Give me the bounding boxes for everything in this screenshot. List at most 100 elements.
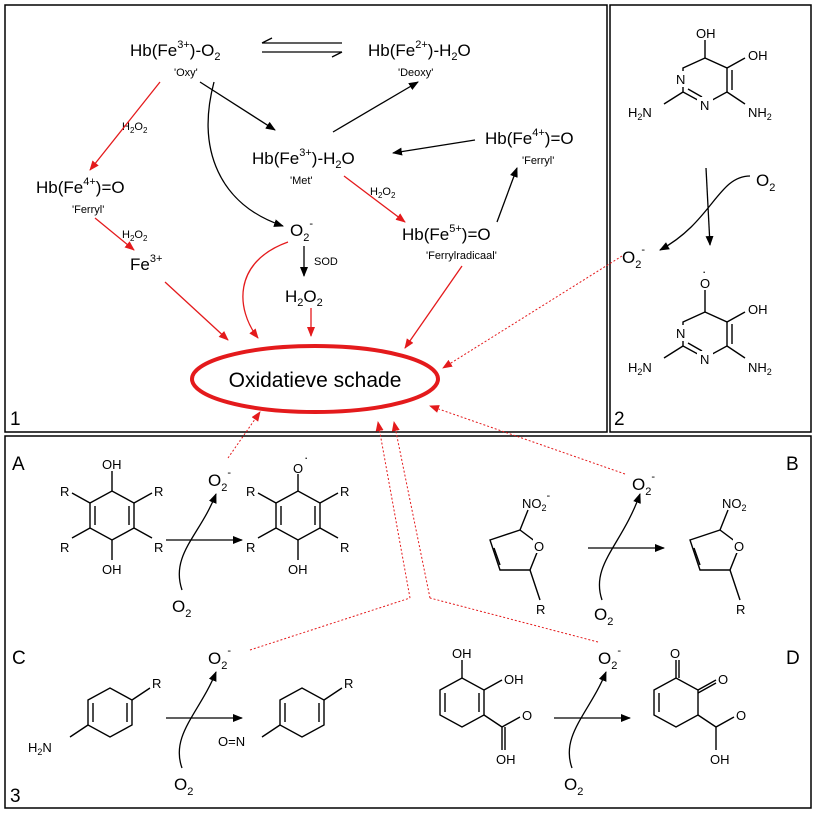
o2-A: O2 bbox=[172, 597, 191, 620]
svg-text:OH: OH bbox=[696, 26, 716, 41]
svg-text:N: N bbox=[676, 72, 685, 87]
svg-text:O2: O2 bbox=[594, 605, 613, 628]
svg-text:NH2: NH2 bbox=[748, 360, 772, 377]
pyrimidine-top: N N OH OH NH2 H2N bbox=[628, 26, 772, 122]
svg-text:R: R bbox=[344, 676, 353, 691]
panel-C-letter: C bbox=[12, 648, 26, 669]
arrow-oxy-to-ferryl-red bbox=[89, 81, 161, 171]
svg-text:R: R bbox=[246, 540, 255, 555]
panel-1-frame bbox=[4, 4, 608, 433]
o2-to-superoxide-arrow-D bbox=[568, 671, 607, 769]
svg-text:O2-: O2- bbox=[632, 471, 655, 498]
panel-3-number: 3 bbox=[10, 786, 21, 807]
superoxide-C: O2- bbox=[208, 645, 231, 672]
hb-oxy: Hb(Fe3+)-O2 'Oxy' bbox=[130, 39, 220, 79]
svg-text:O: O bbox=[670, 646, 680, 661]
svg-text:NO2: NO2 bbox=[722, 496, 747, 513]
svg-text:NH2: NH2 bbox=[748, 105, 772, 122]
svg-text:Fe3+: Fe3+ bbox=[130, 253, 162, 274]
pyrimidine-bottom-radical: N N O · OH NH2 H2N bbox=[628, 264, 772, 377]
phenoxy-radical-A: O · R R R R OH bbox=[246, 450, 349, 577]
svg-text:N: N bbox=[700, 352, 709, 367]
arrow-ferrylradical-to-damage-red bbox=[404, 265, 463, 349]
svg-text:O: O bbox=[700, 276, 710, 291]
quinone-D: O O O OH bbox=[653, 646, 746, 767]
superoxide-D-to-damage-dotted bbox=[429, 597, 599, 643]
sod-label: SOD bbox=[314, 256, 338, 268]
panel-3-frame bbox=[4, 435, 812, 809]
svg-text:OH: OH bbox=[748, 48, 768, 63]
svg-text:Hb(Fe5+)=O: Hb(Fe5+)=O bbox=[402, 223, 491, 244]
oxidative-damage-ellipse bbox=[190, 344, 440, 414]
panel-1-number: 1 bbox=[10, 409, 21, 430]
aniline-C: R H2N bbox=[28, 676, 161, 757]
panel2-superoxide: O2- bbox=[622, 244, 645, 271]
svg-text:O=N: O=N bbox=[218, 734, 245, 749]
nitrofuran-radical-B: O NO2 R bbox=[689, 496, 747, 617]
svg-text:R: R bbox=[152, 676, 161, 691]
svg-text:R: R bbox=[154, 484, 163, 499]
svg-text:H2N: H2N bbox=[628, 360, 652, 377]
svg-text:'Ferryl': 'Ferryl' bbox=[522, 155, 554, 167]
panel-2-frame bbox=[609, 4, 812, 433]
superoxide-D: O2- bbox=[598, 645, 621, 672]
svg-text:O2: O2 bbox=[172, 597, 191, 620]
hb-met: Hb(Fe3+)-H2O 'Met' bbox=[252, 147, 355, 187]
arrow-fe3-to-damage-red bbox=[164, 281, 229, 341]
svg-text:O2-: O2- bbox=[622, 244, 645, 271]
arrow-met-to-deoxy bbox=[332, 81, 419, 133]
svg-text:O2: O2 bbox=[174, 775, 193, 798]
svg-text:'Oxy': 'Oxy' bbox=[174, 67, 198, 79]
arrow-oxy-to-met bbox=[199, 81, 276, 131]
svg-text:·: · bbox=[702, 264, 706, 279]
panel2-reaction-arrow bbox=[705, 167, 714, 246]
svg-text:OH: OH bbox=[288, 562, 308, 577]
svg-text:O2-: O2- bbox=[598, 645, 621, 672]
o2-B: O2 bbox=[594, 605, 613, 628]
svg-text:R: R bbox=[340, 540, 349, 555]
arrow-ferryl-to-fe3-red bbox=[94, 217, 135, 251]
panel-2-number: 2 bbox=[614, 409, 625, 430]
o2-to-superoxide-arrow-A bbox=[178, 493, 217, 591]
arrow-met-to-ferrylradical-red bbox=[343, 175, 406, 223]
o2-C: O2 bbox=[174, 775, 193, 798]
nitroso-C: R O=N bbox=[218, 676, 353, 749]
svg-text:OH: OH bbox=[496, 752, 516, 767]
svg-text:O2-: O2- bbox=[208, 645, 231, 672]
hb-ferryl-left: Hb(Fe4+)=O 'Ferryl' bbox=[36, 176, 125, 216]
svg-text:'Deoxy': 'Deoxy' bbox=[398, 67, 433, 79]
panel2-o2-to-superoxide-arrow bbox=[659, 175, 751, 251]
superoxide-A: O2- bbox=[208, 467, 231, 494]
fe3-ion: Fe3+ bbox=[130, 253, 162, 274]
arrow-ferrylradical-to-ferryl bbox=[496, 167, 518, 223]
superoxide-B: O2- bbox=[632, 471, 655, 498]
superoxide-B-to-damage-dotted bbox=[429, 405, 626, 475]
svg-text:Hb(Fe3+)-O2: Hb(Fe3+)-O2 bbox=[130, 39, 220, 63]
svg-text:OH: OH bbox=[452, 646, 472, 661]
svg-text:H2O2: H2O2 bbox=[122, 121, 148, 135]
svg-text:R: R bbox=[60, 484, 69, 499]
svg-text:H2O2: H2O2 bbox=[285, 287, 323, 309]
svg-text:N: N bbox=[676, 326, 685, 341]
svg-text:Hb(Fe4+)=O: Hb(Fe4+)=O bbox=[36, 176, 125, 197]
svg-text:Hb(Fe2+)-H2O: Hb(Fe2+)-H2O bbox=[368, 39, 471, 63]
panel-A-letter: A bbox=[12, 454, 25, 475]
h2o2-label-met-arrow: H2O2 bbox=[370, 186, 396, 200]
svg-text:OH: OH bbox=[102, 562, 122, 577]
svg-text:O: O bbox=[534, 539, 544, 554]
svg-text:OH: OH bbox=[710, 752, 730, 767]
h2o2-label-left-lower: H2O2 bbox=[122, 229, 148, 243]
svg-text:O: O bbox=[522, 708, 532, 723]
superoxide-C-to-damage-dotted bbox=[249, 597, 411, 651]
hb-ferrylradical: Hb(Fe5+)=O 'Ferrylradicaal' bbox=[402, 223, 497, 262]
panel2-superoxide-to-damage-dotted bbox=[442, 255, 623, 369]
svg-text:H2O2: H2O2 bbox=[122, 229, 148, 243]
superoxide-center: O2- bbox=[290, 218, 313, 244]
svg-text:R: R bbox=[736, 602, 745, 617]
h2o2-center: H2O2 bbox=[285, 287, 323, 309]
svg-text:Hb(Fe4+)=O: Hb(Fe4+)=O bbox=[485, 127, 574, 148]
panel2-o2: O2 bbox=[756, 171, 775, 194]
hb-deoxy: Hb(Fe2+)-H2O 'Deoxy' bbox=[368, 39, 471, 79]
h2o2-label-left-upper: H2O2 bbox=[122, 121, 148, 135]
